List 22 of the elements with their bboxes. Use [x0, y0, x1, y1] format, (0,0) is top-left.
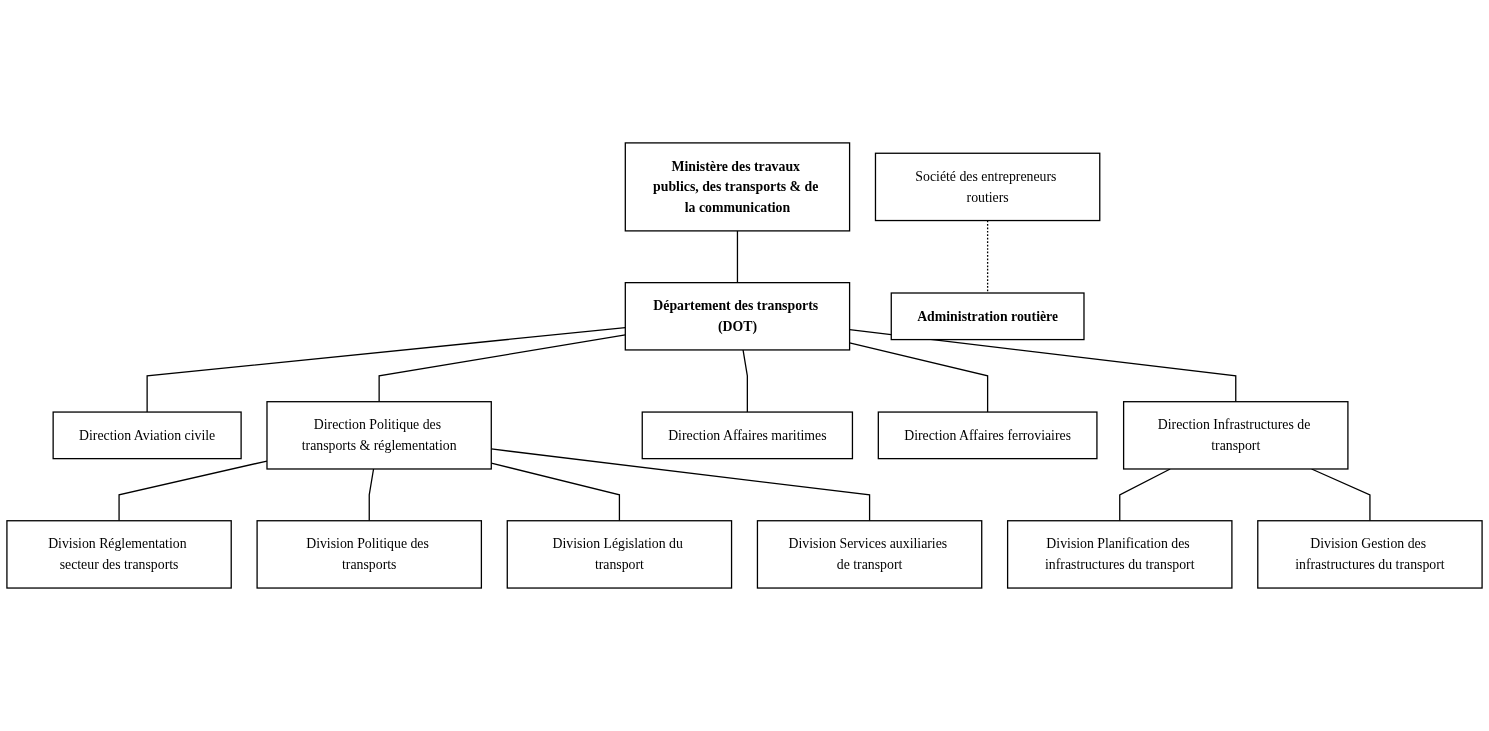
connector: [736, 230, 739, 284]
node-box: Division Réglementation secteur des transports: [6, 520, 232, 589]
node-box: Division Services auxiliaries de transport: [756, 520, 983, 589]
node-box: Direction Infrastructures de transport: [1122, 401, 1349, 470]
connector: [146, 327, 626, 413]
connector: [378, 334, 626, 403]
connector: [1119, 468, 1171, 522]
node-box: Département des transports (DOT): [624, 282, 851, 351]
node-box: Division Législation du transport: [506, 520, 733, 589]
node-box: Division Gestion des infrastructures du transport: [1257, 520, 1483, 589]
node-box: Société des entrepreneurs routiers: [874, 152, 1101, 222]
node-box: Direction Affaires maritimes: [641, 411, 854, 460]
connector: [368, 468, 375, 522]
node-box: Direction Aviation civile: [52, 411, 242, 460]
node-box: Direction Affaires ferroviaires: [877, 411, 1098, 460]
node-box: Ministère des travaux publics, des transports & de la communication: [624, 142, 851, 232]
connector: [742, 349, 748, 413]
node-box: Division Politique des transports: [256, 520, 483, 589]
node-box: Administration routière: [890, 292, 1085, 341]
connector: [986, 219, 989, 294]
node-box: Direction Politique des transports & réglementation: [266, 401, 492, 470]
node-box: Division Planification des infrastructures du transport: [1006, 520, 1233, 589]
